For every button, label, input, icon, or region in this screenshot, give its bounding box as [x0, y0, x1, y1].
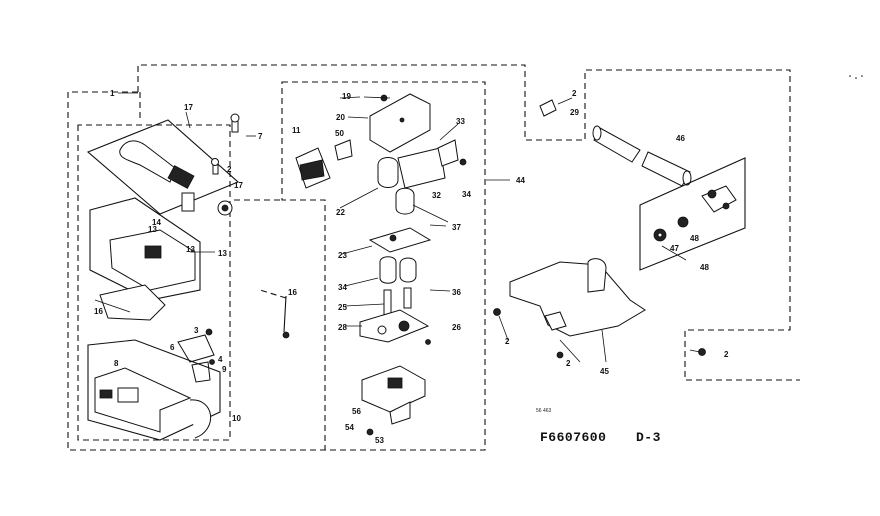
callout-3: 3	[194, 326, 199, 335]
callout-8: 8	[114, 359, 119, 368]
callout-46: 46	[676, 134, 685, 143]
small-note: 56 463	[536, 408, 552, 414]
assembly-outline	[137, 64, 800, 381]
connecting-rod	[283, 295, 287, 333]
callout-28: 28	[338, 323, 347, 332]
burner-group-outline	[281, 81, 486, 451]
callout-14: 14	[152, 218, 161, 227]
callout-32: 32	[432, 191, 441, 200]
callout-50: 50	[335, 129, 344, 138]
callout-19: 19	[342, 92, 351, 101]
callout-34b: 34	[338, 283, 347, 292]
callout-18: 16	[288, 288, 297, 297]
connector-line	[259, 289, 287, 299]
valve-parts	[653, 185, 737, 242]
callout-22: 22	[336, 208, 345, 217]
callout-48b: 48	[700, 263, 709, 272]
sheet-number: D-3	[636, 430, 661, 445]
callout-4: 4	[218, 355, 223, 364]
callout-10: 10	[232, 414, 241, 423]
callout-2-right: 2	[724, 350, 729, 359]
callout-36: 36	[452, 288, 461, 297]
base-housing	[87, 339, 221, 441]
upper-left-subgroup	[77, 124, 231, 441]
callout-26: 26	[452, 323, 461, 332]
callout-9: 9	[222, 365, 227, 374]
callout-44: 44	[516, 176, 525, 185]
callout-13b: 13	[186, 245, 195, 254]
callout-45: 45	[600, 367, 609, 376]
drawing-code: F6607600	[540, 430, 606, 445]
valve-subgroup-outline	[639, 157, 746, 271]
callout-11: 11	[292, 126, 301, 135]
callout-2-extra: 2	[227, 165, 232, 174]
callout-47: 47	[670, 244, 679, 253]
mounting-bracket	[509, 258, 646, 363]
callout-56: 56	[352, 407, 361, 416]
screws-item-2	[493, 99, 706, 356]
callout-2-top: 2	[572, 89, 577, 98]
callout-37: 37	[452, 223, 461, 232]
callout-6: 6	[170, 343, 175, 352]
callout-20: 20	[336, 113, 345, 122]
callout-33: 33	[456, 117, 465, 126]
callout-54: 54	[345, 423, 354, 432]
callout-1: 1	[110, 89, 115, 98]
small-screws	[211, 113, 240, 175]
igniter-assembly	[86, 119, 240, 216]
callout-53: 53	[375, 436, 384, 445]
callout-25: 25	[338, 303, 347, 312]
callout-13c: 13	[218, 249, 227, 258]
callout-13a: 13	[148, 225, 157, 234]
control-module	[89, 197, 201, 321]
burner-lower-parts	[359, 227, 432, 436]
callout-17: 17	[184, 103, 193, 112]
rod-end	[282, 331, 290, 339]
callout-17b: 17	[234, 181, 243, 190]
left-group-outline	[67, 91, 325, 451]
speck-marks	[849, 75, 863, 79]
callout-29: 29	[570, 108, 579, 117]
callout-16: 16	[94, 307, 103, 316]
callout-48: 48	[690, 234, 699, 243]
tube-assembly	[592, 125, 692, 187]
leader-lines	[118, 92, 687, 327]
callout-labels: 1 17 7 17 11 50 19 20 33 2 29 44 46 45 4…	[94, 89, 729, 445]
callout-23: 23	[338, 251, 347, 260]
bracket-parts	[177, 328, 215, 383]
callout-2-mid: 2	[505, 337, 510, 346]
burner-upper-parts	[295, 93, 467, 223]
callout-2-bracket: 2	[566, 359, 571, 368]
callout-34: 34	[462, 190, 471, 199]
callout-7: 7	[258, 132, 263, 141]
